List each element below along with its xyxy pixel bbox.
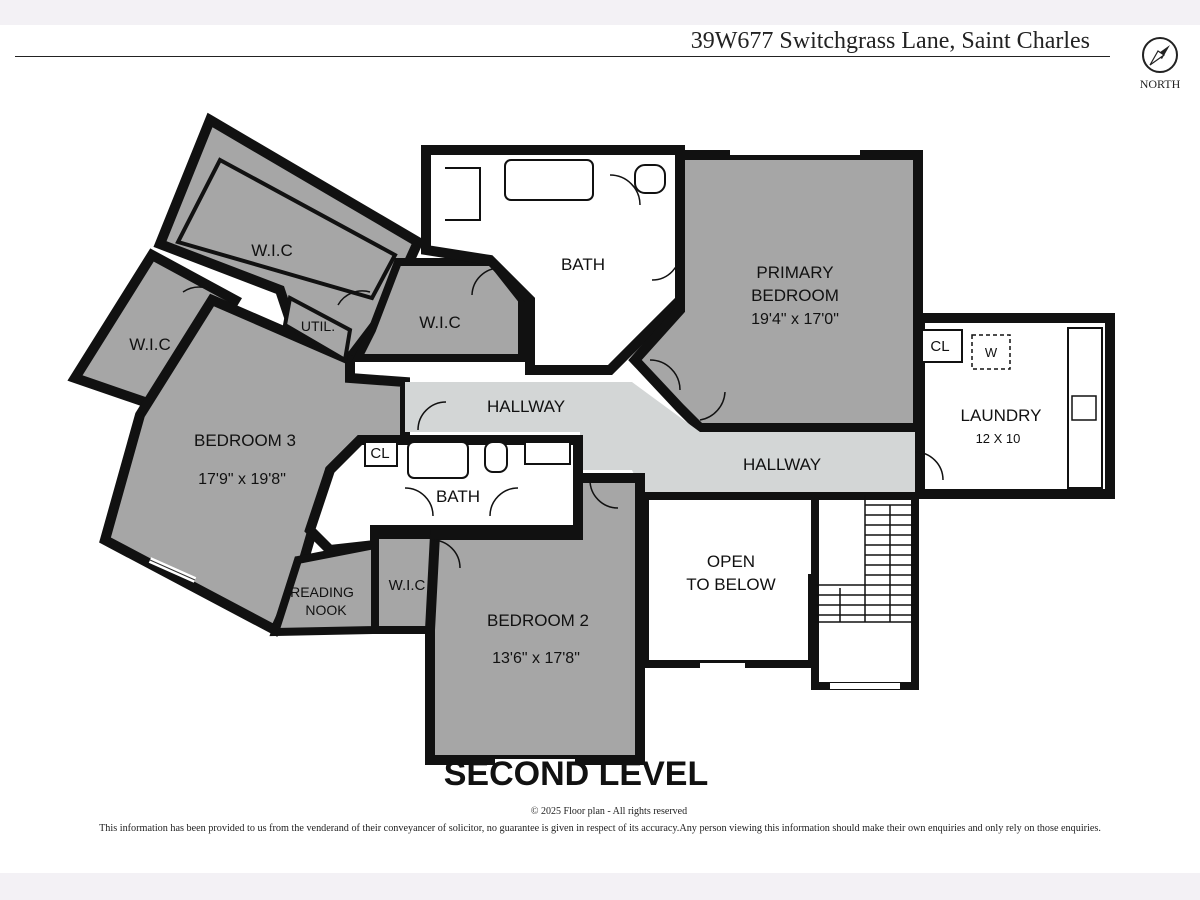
washer-label: W [985, 345, 998, 360]
primary-dim: 19'4" x 17'0" [751, 311, 839, 328]
staircase [811, 492, 919, 690]
wic-top-label: W.I.C [251, 241, 293, 260]
primary-label-2: BEDROOM [751, 286, 839, 305]
hallway-area [405, 382, 915, 492]
sink-2-icon [524, 441, 571, 465]
property-address: 39W677 Switchgrass Lane, Saint Charles [690, 28, 1090, 54]
wic-left-label: W.I.C [129, 335, 171, 354]
sink-icon [1071, 395, 1097, 421]
bedroom-2-room [425, 473, 645, 765]
bedroom-2-label: BEDROOM 2 [487, 611, 589, 630]
bath-2-label: BATH [436, 487, 480, 506]
compass-icon [1142, 37, 1178, 73]
bath-main-label: BATH [561, 255, 605, 274]
bedroom-3-label: BEDROOM 3 [194, 431, 296, 450]
wic-bed2-room [371, 531, 439, 634]
reading-nook-label-1: READING [290, 584, 354, 600]
door-swings [182, 174, 944, 569]
laundry-room [915, 313, 1115, 499]
wic-bed2-label: W.I.C [389, 577, 426, 594]
bedroom-2-dim: 13'6" x 17'8" [492, 650, 580, 667]
primary-bedroom-room [628, 149, 923, 433]
compass-label: NORTH [1139, 77, 1181, 91]
open-to-below-label-1: OPEN [707, 552, 755, 571]
copyright-line: © 2025 Floor plan - All rights reserved [530, 806, 688, 817]
hallway-label-1: HALLWAY [487, 397, 565, 416]
toilet-icon [634, 164, 666, 194]
reading-nook-label-2: NOOK [305, 602, 347, 618]
bathtub-icon [504, 159, 594, 201]
laundry-label: LAUNDRY [961, 406, 1042, 425]
level-title: SECOND LEVEL [443, 755, 709, 793]
wic-mid-label: W.I.C [419, 313, 461, 332]
util-label: UTIL. [301, 318, 335, 334]
bathtub-2-icon [407, 441, 469, 479]
primary-label-1: PRIMARY [756, 263, 833, 282]
open-to-below-label-2: TO BELOW [686, 575, 775, 594]
disclaimer-text: This information has been provided to us… [99, 823, 1101, 834]
util-room [282, 294, 353, 364]
header-rule [15, 56, 1110, 57]
hallway-label-2: HALLWAY [743, 455, 821, 474]
cl-bath2-label: CL [370, 445, 389, 462]
cl-laundry-label: CL [930, 338, 949, 355]
bedroom-3-dim: 17'9" x 19'8" [198, 471, 286, 488]
laundry-dim: 12 X 10 [976, 431, 1021, 446]
toilet-2-icon [484, 441, 508, 473]
washer-icon [971, 334, 1011, 370]
shower-icon [445, 167, 481, 221]
